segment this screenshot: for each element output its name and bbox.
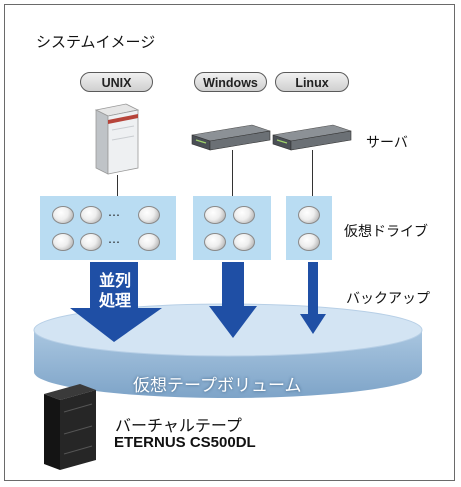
backup-label: バックアップ [346, 291, 430, 307]
windows-backup-arrow [209, 262, 257, 338]
virtual-drive-icon [138, 206, 160, 224]
parallel-processing-arrow [70, 262, 162, 342]
virtual-drive-icon [204, 206, 226, 224]
windows-server-icon [191, 124, 271, 151]
os-label-windows: Windows [194, 72, 267, 92]
virtual-drive-icon [80, 233, 102, 251]
virtual-drive-icon [204, 233, 226, 251]
ellipsis: … [108, 232, 121, 246]
linux-backup-arrow [300, 262, 326, 334]
virtual-drive-icon [233, 206, 255, 224]
os-label-unix: UNIX [80, 72, 153, 92]
ellipsis: … [108, 205, 121, 219]
virtual-drive-label: 仮想ドライブ [344, 224, 428, 240]
product-name-label: ETERNUS CS500DL [114, 434, 256, 451]
unix-server-icon [94, 103, 140, 175]
virtual-tape-label: バーチャルテープ [115, 416, 242, 435]
virtual-drive-icon [80, 206, 102, 224]
parallel-label-line1: 並列 [98, 271, 131, 290]
diagram-frame [4, 4, 455, 481]
unix-connector-line [117, 175, 118, 196]
diagram-title: システムイメージ [36, 33, 156, 51]
virtual-drive-icon [52, 233, 74, 251]
virtual-drive-icon [138, 233, 160, 251]
virtual-drive-icon [233, 233, 255, 251]
unix-virtual-drive-box: … … [40, 196, 176, 260]
windows-virtual-drive-box [193, 196, 271, 260]
virtual-drive-icon [298, 233, 320, 251]
windows-connector-line [232, 150, 233, 196]
server-label: サーバ [366, 135, 408, 151]
linux-server-icon [272, 124, 352, 151]
linux-connector-line [312, 150, 313, 196]
storage-appliance-icon [44, 384, 96, 470]
os-label-linux: Linux [275, 72, 349, 92]
virtual-tape-volume-label: 仮想テープボリューム [133, 376, 302, 396]
virtual-drive-icon [298, 206, 320, 224]
linux-virtual-drive-box [286, 196, 332, 260]
virtual-drive-icon [52, 206, 74, 224]
parallel-label-line2: 処理 [98, 291, 131, 310]
